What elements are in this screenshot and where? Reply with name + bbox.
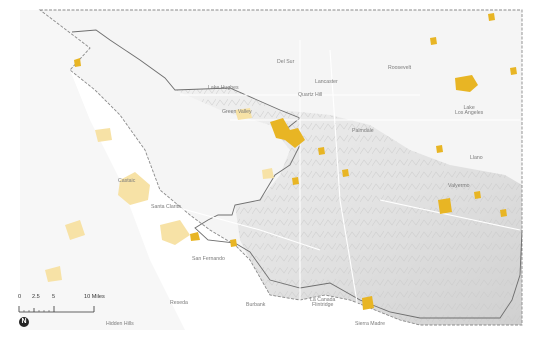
place-label-castaic: Castaic [118, 178, 136, 184]
place-label-lake-los-angeles: Lake Los Angeles [455, 105, 484, 117]
outer-region [20, 10, 185, 330]
place-label-santa-clarita: Santa Clarita [151, 204, 181, 210]
scale-tick-2-5: 2.5 [32, 294, 40, 300]
place-label-burbank: Burbank [246, 302, 266, 308]
scale-tick-10-miles: 10 Miles [84, 294, 105, 300]
place-label-reseda: Reseda [170, 300, 188, 306]
place-label-valyermo: Valyermo [448, 183, 470, 189]
place-label-sierra-madre: Sierra Madre [355, 321, 385, 327]
place-label-quartz-hill: Quartz Hill [298, 92, 323, 98]
scale-bar-graphic [18, 306, 95, 313]
place-label-del-sur: Del Sur [277, 59, 295, 65]
place-label-lake-hughes: Lake Hughes [208, 85, 239, 91]
highlight-areas [74, 13, 517, 310]
place-label-llano: Llano [470, 155, 483, 161]
place-label-lancaster: Lancaster [315, 79, 338, 85]
mountain-ridges [175, 88, 522, 325]
light-highlight-areas [45, 108, 274, 282]
place-label-san-fernando: San Fernando [192, 256, 225, 262]
place-label-green-valley: Green Valley [222, 109, 252, 115]
place-label-la-canada-flintridge: La Canada Flintridge [310, 297, 336, 309]
place-label-hidden-hills: Hidden Hills [106, 321, 134, 327]
place-label-palmdale: Palmdale [352, 128, 374, 134]
place-label-roosevelt: Roosevelt [388, 65, 412, 71]
scale-tick-5: 5 [52, 294, 56, 300]
scale-bar: 0 2.5 5 10 Miles [18, 294, 138, 316]
study-area-boundary [71, 29, 523, 319]
north-arrow-icon: N [19, 317, 29, 327]
scale-tick-0: 0 [18, 294, 22, 300]
county-boundary [38, 9, 523, 326]
